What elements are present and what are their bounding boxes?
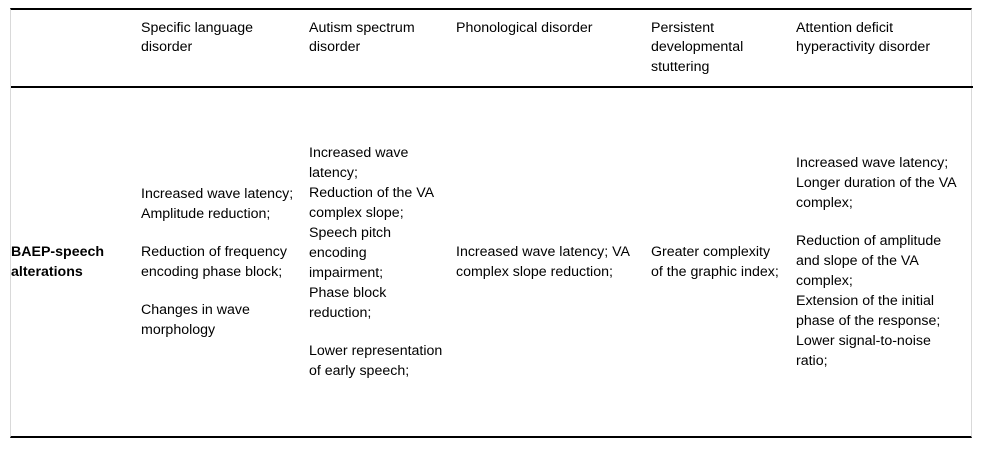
cell-group: Increased wave latency; Longer duration … [796, 153, 961, 213]
data-table-container: Specific language disorder Autism spectr… [10, 8, 973, 438]
cell-line: Amplitude reduction; [141, 206, 271, 223]
cell-line: Speech pitch encoding impairment; [309, 225, 395, 282]
cell-line: Lower signal-to-noise ratio; [796, 333, 935, 370]
cell-line: Reduction of the VA complex slope; [309, 185, 438, 222]
cell-group: Greater complexity of the graphic index; [651, 242, 784, 282]
table-header: Specific language disorder Autism spectr… [11, 10, 973, 88]
header-row: Specific language disorder Autism spectr… [11, 10, 973, 88]
cell-phonological-disorder: Increased wave latency; VA complex slope… [456, 87, 651, 436]
cell-line: Greater complexity of the graphic index; [651, 244, 779, 281]
row-label-baep-speech-alterations: BAEP-speech alterations [11, 244, 105, 281]
table-row: BAEP-speech alterations Increased wave l… [11, 87, 973, 436]
cell-group: Increased wave latency; Amplitude reduct… [141, 184, 297, 224]
cell-group: Changes in wave morphology [141, 300, 297, 340]
cell-specific-language-disorder: Increased wave latency; Amplitude reduct… [141, 87, 309, 436]
cell-line: Increased wave latency; VA complex slope… [456, 244, 634, 281]
cell-line: Increased wave latency; [796, 155, 949, 172]
header-cell-specific-language-disorder: Specific language disorder [141, 20, 254, 56]
cell-group: Reduction of frequency encoding phase bl… [141, 242, 297, 282]
cell-line: Lower representation of early speech; [309, 343, 447, 380]
cell-group: Lower representation of early speech; [309, 341, 444, 381]
cell-group: Increased wave latency; VA complex slope… [456, 242, 639, 282]
cell-content: Increased wave latency; Reduction of the… [309, 143, 444, 381]
header-cell-autism-spectrum-disorder: Autism spectrum disorder [309, 20, 415, 56]
header-cell-persistent-developmental-stuttering: Persistent developmental stuttering [651, 20, 744, 75]
baep-speech-alterations-table: Specific language disorder Autism spectr… [11, 10, 973, 436]
cell-group: Reduction of amplitude and slope of the … [796, 231, 961, 371]
cell-attention-deficit-hyperactivity-disorder: Increased wave latency; Longer duration … [796, 87, 973, 436]
table-body: BAEP-speech alterations Increased wave l… [11, 87, 973, 436]
cell-line: Changes in wave morphology [141, 302, 254, 339]
header-cell-attention-deficit-hyperactivity-disorder: Attention deficit hyperactivity disorder [796, 20, 931, 56]
header-cell-row-label [11, 10, 141, 87]
cell-autism-spectrum-disorder: Increased wave latency; Reduction of the… [309, 87, 456, 436]
cell-line: Extension of the initial phase of the re… [796, 293, 941, 330]
cell-line: Reduction of frequency encoding phase bl… [141, 244, 291, 281]
cell-content: Greater complexity of the graphic index; [651, 242, 784, 282]
cell-line: Reduction of amplitude and slope of the … [796, 233, 946, 290]
cell-line: Increased wave latency; [309, 145, 413, 182]
header-cell-phonological-disorder: Phonological disorder [456, 20, 593, 36]
cell-line: Phase block reduction; [309, 285, 391, 322]
cell-persistent-developmental-stuttering: Greater complexity of the graphic index; [651, 87, 796, 436]
cell-content: Increased wave latency; Longer duration … [796, 153, 961, 371]
cell-line: Longer duration of the VA complex; [796, 175, 960, 212]
cell-content: Increased wave latency; VA complex slope… [456, 242, 639, 282]
cell-content: Increased wave latency; Amplitude reduct… [141, 184, 297, 340]
cell-line: Increased wave latency; [141, 186, 294, 203]
cell-group: Increased wave latency; Reduction of the… [309, 143, 444, 323]
